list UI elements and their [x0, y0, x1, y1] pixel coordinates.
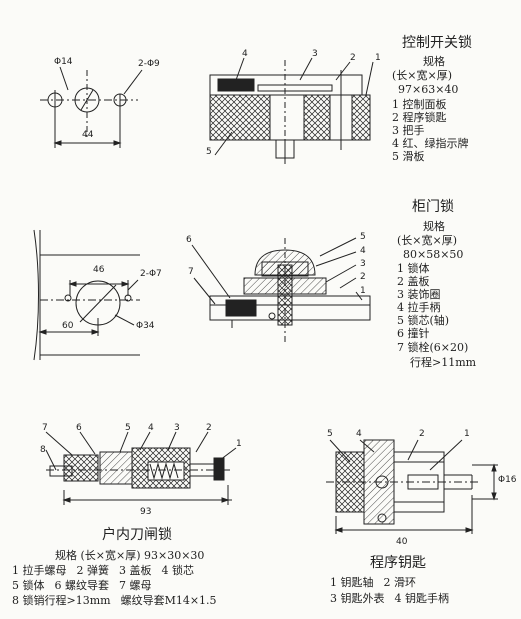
s1-spec-dims: (长×宽×厚): [392, 69, 453, 82]
s2-callout: 5: [360, 232, 366, 242]
s3-part: 7 螺母: [119, 579, 152, 592]
s1-callout: 2: [350, 53, 356, 63]
s2-spec-label: 规格: [423, 220, 445, 233]
s3-part: 5 锁体: [12, 579, 45, 592]
s3-part: 2 弹簧: [76, 564, 110, 577]
s1-title: 控制开关锁: [402, 35, 472, 51]
s4-part: 2 滑环: [383, 576, 417, 589]
s3-callout: 1: [236, 439, 242, 449]
s1-part: 2 程序锁匙: [392, 111, 447, 124]
s2-front-view: [33, 229, 140, 361]
s2-part: 5 锁芯(轴): [397, 314, 450, 327]
s2-part: 7 锁栓(6×20): [397, 341, 469, 354]
s1-part: 1 控制面板: [392, 98, 447, 111]
s4-callout: 5: [327, 429, 333, 439]
s2-callout: 7: [188, 267, 194, 277]
s2-title: 柜门锁: [412, 199, 454, 215]
s2-part: 2 盖板: [397, 275, 430, 288]
s2-stroke-note: 行程>11mm: [410, 356, 477, 369]
s4-callout: 4: [356, 429, 362, 439]
s1-callout: 5: [206, 147, 212, 157]
s3-part: 6 螺纹导套: [54, 579, 110, 592]
s3-part: 螺纹导套M14×1.5: [120, 594, 217, 607]
s2-dim-2phi7: 2-Φ7: [140, 269, 162, 279]
s1-callout: 3: [312, 49, 318, 59]
s2-part: 4 拉手柄: [397, 301, 441, 314]
s2-part: 6 撞针: [397, 327, 430, 340]
s3-callout: 6: [76, 423, 82, 433]
s3-callout: 8: [40, 445, 46, 455]
s3-callout: 3: [174, 423, 180, 433]
s4-section-view: [326, 439, 498, 534]
s4-part: 1 钥匙轴: [330, 576, 374, 589]
s3-part: 3 盖板: [119, 564, 152, 577]
s1-section-view: [209, 57, 374, 165]
s3-callout: 4: [148, 423, 154, 433]
s2-part: 3 装饰圈: [397, 288, 441, 301]
s4-parts-row: 3 钥匙外表 4 钥匙手柄: [330, 593, 449, 604]
s4-part: 4 钥匙手柄: [394, 592, 450, 605]
s1-dim-phi14: Φ14: [54, 57, 73, 67]
s4-parts-row: 1 钥匙轴 2 滑环: [330, 577, 416, 588]
s1-spec-value: 97×63×40: [398, 83, 459, 96]
s3-section-view: [45, 431, 237, 505]
s4-callout: 2: [419, 429, 425, 439]
s4-dim-phi16: Φ16: [498, 475, 517, 485]
s2-dim-60: 60: [62, 321, 74, 331]
s3-spec: 规格 (长×宽×厚) 93×30×30: [55, 549, 205, 562]
s3-dim-93: 93: [140, 507, 152, 517]
s3-parts-row: 1 拉手螺母 2 弹簧 3 盖板 4 锁芯: [12, 565, 194, 576]
s4-part: 3 钥匙外表: [330, 592, 385, 605]
s3-callout: 2: [206, 423, 212, 433]
s3-part: 4 锁芯: [161, 564, 195, 577]
s1-dim-2phi9: 2-Φ9: [138, 59, 160, 69]
s3-parts-row: 8 锁销行程>13mm 螺纹导套M14×1.5: [12, 595, 217, 606]
s1-part: 4 红、绿指示牌: [392, 137, 469, 150]
s2-dim-phi34: Φ34: [136, 321, 155, 331]
s1-part: 3 把手: [392, 124, 425, 137]
s2-callout: 1: [360, 286, 366, 296]
s1-dim-44: 44: [82, 130, 94, 140]
s1-spec-label: 规格: [423, 55, 445, 68]
s3-callout: 5: [125, 423, 131, 433]
s1-callout: 1: [375, 53, 381, 63]
s3-parts-row: 5 锁体 6 螺纹导套 7 螺母: [12, 580, 152, 591]
s3-part: 8 锁销行程>13mm: [12, 594, 111, 607]
s3-callout: 7: [42, 423, 48, 433]
s3-part: 1 拉手螺母: [12, 564, 67, 577]
s1-callout: 4: [242, 49, 248, 59]
s2-part: 1 锁体: [397, 262, 430, 275]
s2-callout: 4: [360, 246, 366, 256]
s2-section-view: [191, 237, 371, 345]
s2-spec-value: 80×58×50: [403, 248, 464, 261]
s2-spec-dims: (长×宽×厚): [397, 234, 458, 247]
s2-callout: 3: [360, 259, 366, 269]
s1-part: 5 滑板: [392, 150, 425, 163]
s1-panel-cutout-view: [40, 66, 143, 148]
s4-callout: 1: [464, 429, 470, 439]
s4-title: 程序钥匙: [370, 555, 426, 571]
s4-dim-40: 40: [396, 537, 408, 547]
s3-title: 户内刀闸锁: [102, 527, 172, 543]
s2-dim-46: 46: [93, 265, 105, 275]
s2-callout: 2: [360, 272, 366, 282]
s2-callout: 6: [186, 235, 192, 245]
